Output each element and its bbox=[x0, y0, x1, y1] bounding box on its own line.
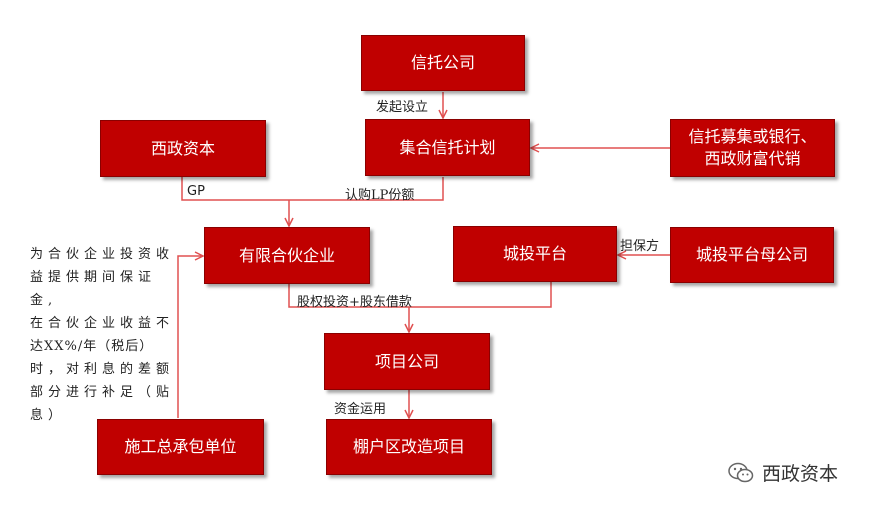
watermark-text: 西政资本 bbox=[762, 463, 839, 485]
limited-partnership-box: 有限合伙企业 bbox=[204, 227, 370, 284]
collective-trust-plan-label: 集合信托计划 bbox=[399, 137, 496, 157]
line-equity-from-partnership bbox=[288, 284, 409, 308]
limited-partnership-label: 有限合伙企业 bbox=[238, 245, 335, 265]
note-line: 时，对利息的差额 bbox=[30, 362, 175, 377]
arrow-contractor-to-partnership bbox=[177, 256, 203, 418]
trust-company-label: 信托公司 bbox=[410, 53, 475, 72]
contractor-box: 施工总承包单位 bbox=[97, 419, 264, 475]
project-company-label: 项目公司 bbox=[374, 351, 439, 371]
shantytown-project-box: 棚户区改造项目 bbox=[326, 419, 492, 475]
chengtou-platform-label: 城投平台 bbox=[502, 244, 567, 263]
line-gp bbox=[181, 177, 289, 201]
note-line: 达XX%/年（税后） bbox=[30, 339, 154, 354]
label-initiate-setup: 发起设立 bbox=[376, 100, 429, 115]
trust-company-box: 信托公司 bbox=[361, 35, 525, 91]
note-line: 为合伙企业投资收 bbox=[30, 247, 175, 262]
note-line: 部分进行补足（贴 bbox=[30, 385, 175, 400]
distribution-label-line1: 信托募集或银行、 bbox=[688, 127, 817, 146]
collective-trust-plan-box: 集合信托计划 bbox=[365, 119, 530, 176]
wechat-icon bbox=[728, 462, 754, 482]
xizheng-capital-box: 西政资本 bbox=[100, 120, 266, 177]
xizheng-capital-label: 西政资本 bbox=[150, 138, 215, 158]
project-company-box: 项目公司 bbox=[324, 333, 490, 390]
chengtou-platform-box: 城投平台 bbox=[453, 226, 617, 282]
chengtou-parent-label: 城投平台母公司 bbox=[695, 245, 808, 264]
distribution-box: 信托募集或银行、 西政财富代销 bbox=[670, 119, 835, 177]
label-equity-loan: 股权投资+股东借款 bbox=[297, 295, 412, 310]
guarantee-note: 为合伙企业投资收 益提供期间保证金, 在合伙企业收益不 达XX%/年（税后） 时… bbox=[30, 243, 180, 427]
label-fund-use: 资金运用 bbox=[334, 402, 387, 417]
note-line: 在合伙企业收益不 bbox=[30, 316, 175, 331]
line-equity-from-platform bbox=[409, 282, 552, 308]
label-gp: GP bbox=[187, 184, 205, 199]
shantytown-project-label: 棚户区改造项目 bbox=[352, 437, 465, 456]
note-line: 益提供期间保证金, bbox=[30, 270, 157, 308]
distribution-label-line2: 西政财富代销 bbox=[704, 149, 801, 168]
contractor-label: 施工总承包单位 bbox=[124, 437, 237, 456]
line-lp bbox=[289, 177, 444, 201]
watermark: 西政资本 bbox=[728, 459, 838, 486]
label-guarantor: 担保方 bbox=[620, 239, 660, 254]
chengtou-parent-box: 城投平台母公司 bbox=[670, 227, 834, 283]
note-line: 息） bbox=[30, 408, 67, 423]
label-subscribe-lp: 认购LP份额 bbox=[345, 188, 415, 203]
